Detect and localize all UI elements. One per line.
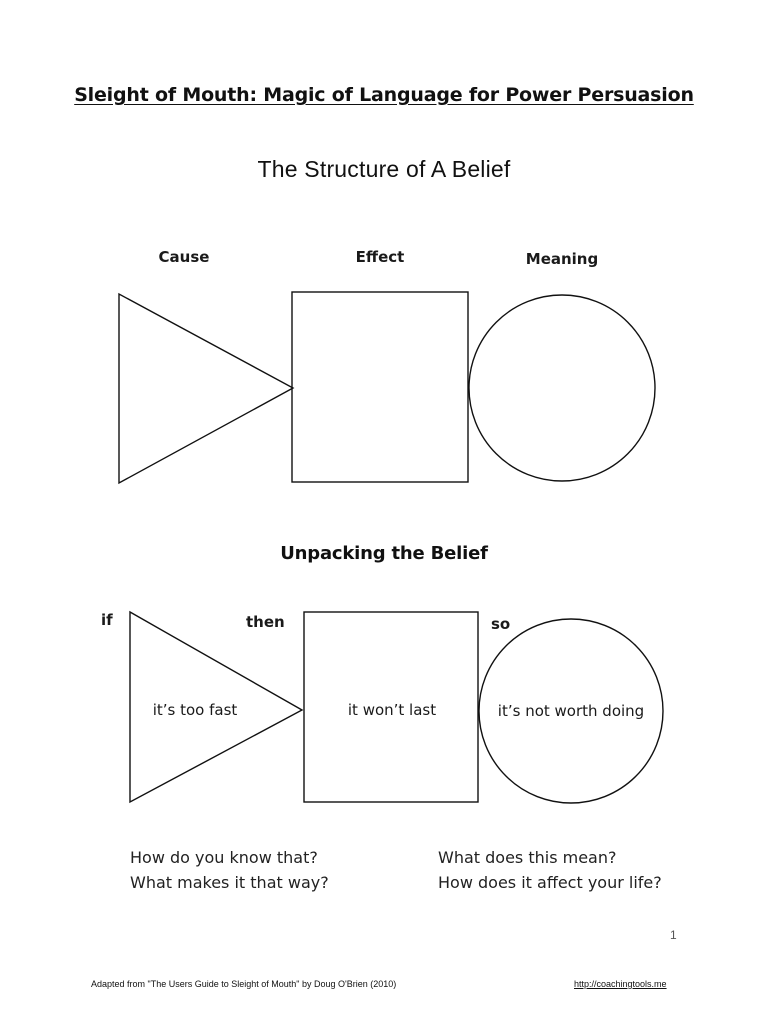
- question-line: What makes it that way?: [130, 873, 329, 892]
- questions-left: How do you know that? What makes it that…: [130, 845, 390, 895]
- unpacking-heading: Unpacking the Belief: [280, 543, 488, 564]
- footer-link[interactable]: http://coachingtools.me: [574, 979, 667, 989]
- meaning-inner-text: it’s not worth doing: [497, 702, 645, 720]
- meaning-label: Meaning: [525, 250, 599, 268]
- if-label: if: [101, 611, 113, 629]
- cause-triangle: [118, 292, 295, 485]
- question-line: How does it affect your life?: [438, 873, 662, 892]
- document-title: Sleight of Mouth: Magic of Language for …: [74, 84, 694, 106]
- questions-right: What does this mean? How does it affect …: [438, 845, 728, 895]
- unpack-effect-square: [303, 611, 479, 803]
- unpack-meaning-circle: [478, 618, 664, 804]
- then-label: then: [246, 613, 285, 631]
- effect-inner-text: it won’t last: [347, 701, 437, 719]
- effect-square: [291, 291, 469, 483]
- footer-attribution: Adapted from "The Users Guide to Sleight…: [91, 979, 397, 989]
- so-label: so: [491, 615, 511, 633]
- page-number: 1: [670, 928, 677, 942]
- cause-inner-text: it’s too fast: [152, 701, 238, 719]
- effect-label: Effect: [355, 248, 405, 266]
- unpack-cause-triangle: [129, 610, 304, 804]
- question-line: What does this mean?: [438, 848, 617, 867]
- meaning-circle: [468, 294, 656, 482]
- cause-label: Cause: [158, 248, 210, 266]
- structure-heading: The Structure of A Belief: [257, 156, 511, 182]
- question-line: How do you know that?: [130, 848, 318, 867]
